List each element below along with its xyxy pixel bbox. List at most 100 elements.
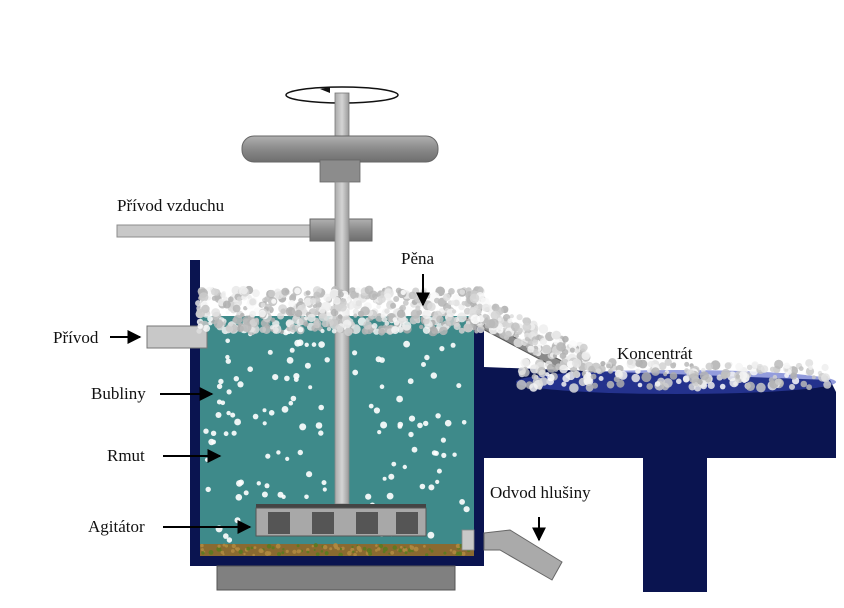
foam-bubble xyxy=(211,295,217,301)
sediment-speck xyxy=(285,549,289,554)
sediment-speck xyxy=(231,543,236,549)
foam-bubble xyxy=(524,336,530,342)
foam-bubble xyxy=(249,310,256,318)
foam-bubble xyxy=(783,362,790,369)
sediment-speck xyxy=(324,551,329,556)
foam-bubble xyxy=(391,326,400,335)
foam-bubble xyxy=(240,286,248,295)
bubble xyxy=(226,389,232,395)
foam-bubble xyxy=(392,317,398,322)
foam-bubble xyxy=(618,370,628,380)
sediment-speck xyxy=(461,551,466,556)
bubble xyxy=(408,431,414,438)
foam-bubble xyxy=(699,371,710,381)
sediment-speck xyxy=(375,544,378,547)
foam-bubble xyxy=(637,382,643,388)
sediment-speck xyxy=(306,548,310,552)
foam-bubble xyxy=(463,323,473,333)
bubble xyxy=(297,449,303,456)
sediment-speck xyxy=(336,547,340,551)
sediment-speck xyxy=(313,543,318,548)
bubble xyxy=(205,486,211,493)
sediment-speck xyxy=(352,550,355,553)
foam-bubble xyxy=(598,376,604,381)
foam-bubble xyxy=(756,382,766,393)
sediment-speck xyxy=(311,545,314,548)
bubble xyxy=(423,420,429,427)
bubble xyxy=(407,378,414,385)
foam-bubble xyxy=(484,323,490,329)
bubble xyxy=(463,506,470,513)
foam-bubble xyxy=(315,306,320,311)
foam-bubble xyxy=(488,318,499,329)
bubble xyxy=(428,484,435,491)
sediment-speck xyxy=(390,550,395,555)
drive-motor xyxy=(241,92,439,183)
foam-bubble xyxy=(290,293,297,299)
foam-bubble xyxy=(326,326,332,332)
bubble xyxy=(218,378,224,385)
foam-bubble xyxy=(363,320,372,330)
bubble xyxy=(368,403,374,409)
bubble xyxy=(436,468,442,474)
foam-bubble xyxy=(258,309,266,318)
foam-bubble xyxy=(507,318,513,324)
foam-bubble xyxy=(531,374,538,380)
foam-bubble xyxy=(400,289,406,296)
foam-bubble xyxy=(641,372,652,383)
bubble xyxy=(234,418,242,426)
foam-bubble xyxy=(569,347,576,353)
foam-bubble xyxy=(376,304,381,309)
bubble xyxy=(377,430,382,435)
bubble xyxy=(265,453,271,459)
bubble xyxy=(262,408,267,413)
foam-bubble xyxy=(568,340,578,349)
label-concentrate: Koncentrát xyxy=(617,344,693,363)
foam-bubble xyxy=(585,383,594,392)
foam-bubble xyxy=(562,335,569,343)
foam-bubble xyxy=(410,309,421,319)
sediment-speck xyxy=(400,545,403,549)
foam-bubble xyxy=(456,312,467,323)
foam-bubble xyxy=(303,297,312,306)
foam-bubble xyxy=(458,327,465,334)
sediment-speck xyxy=(200,543,204,548)
foam-bubble xyxy=(527,345,535,353)
sediment-speck xyxy=(362,546,367,551)
sediment-speck xyxy=(355,550,358,553)
foam-bubble xyxy=(232,304,241,313)
sediment-speck xyxy=(375,549,378,552)
foam-bubble xyxy=(320,328,325,334)
foam-bubble xyxy=(415,305,421,311)
bubble xyxy=(268,410,275,416)
foam-bubble xyxy=(461,301,467,306)
sediment-speck xyxy=(277,552,281,557)
foam-bubble xyxy=(297,327,304,333)
sediment-speck xyxy=(392,545,397,550)
foam-bubble xyxy=(707,381,715,389)
sediment-speck xyxy=(200,548,204,552)
foam-bubble xyxy=(481,303,490,312)
foam-bubble xyxy=(337,291,344,298)
sediment-speck xyxy=(452,550,457,555)
foam-bubble xyxy=(436,315,444,323)
foam-bubble xyxy=(232,317,238,323)
bubble xyxy=(427,531,435,539)
foam-bubble xyxy=(280,308,287,315)
sediment-speck xyxy=(267,551,272,556)
foam-bubble xyxy=(545,372,550,377)
foam-bubble xyxy=(197,323,203,329)
foam-bubble xyxy=(336,325,344,333)
sediment-speck xyxy=(292,549,297,554)
sediment-speck xyxy=(250,546,254,550)
bubble xyxy=(267,349,273,355)
foam-bubble xyxy=(323,293,332,302)
foam-bubble xyxy=(402,321,412,331)
bubble xyxy=(215,412,222,418)
sediment-speck xyxy=(425,553,429,557)
foam-bubble xyxy=(285,306,296,317)
foam-bubble xyxy=(313,319,322,329)
sediment-speck xyxy=(306,550,310,554)
foam-bubble xyxy=(590,373,597,380)
